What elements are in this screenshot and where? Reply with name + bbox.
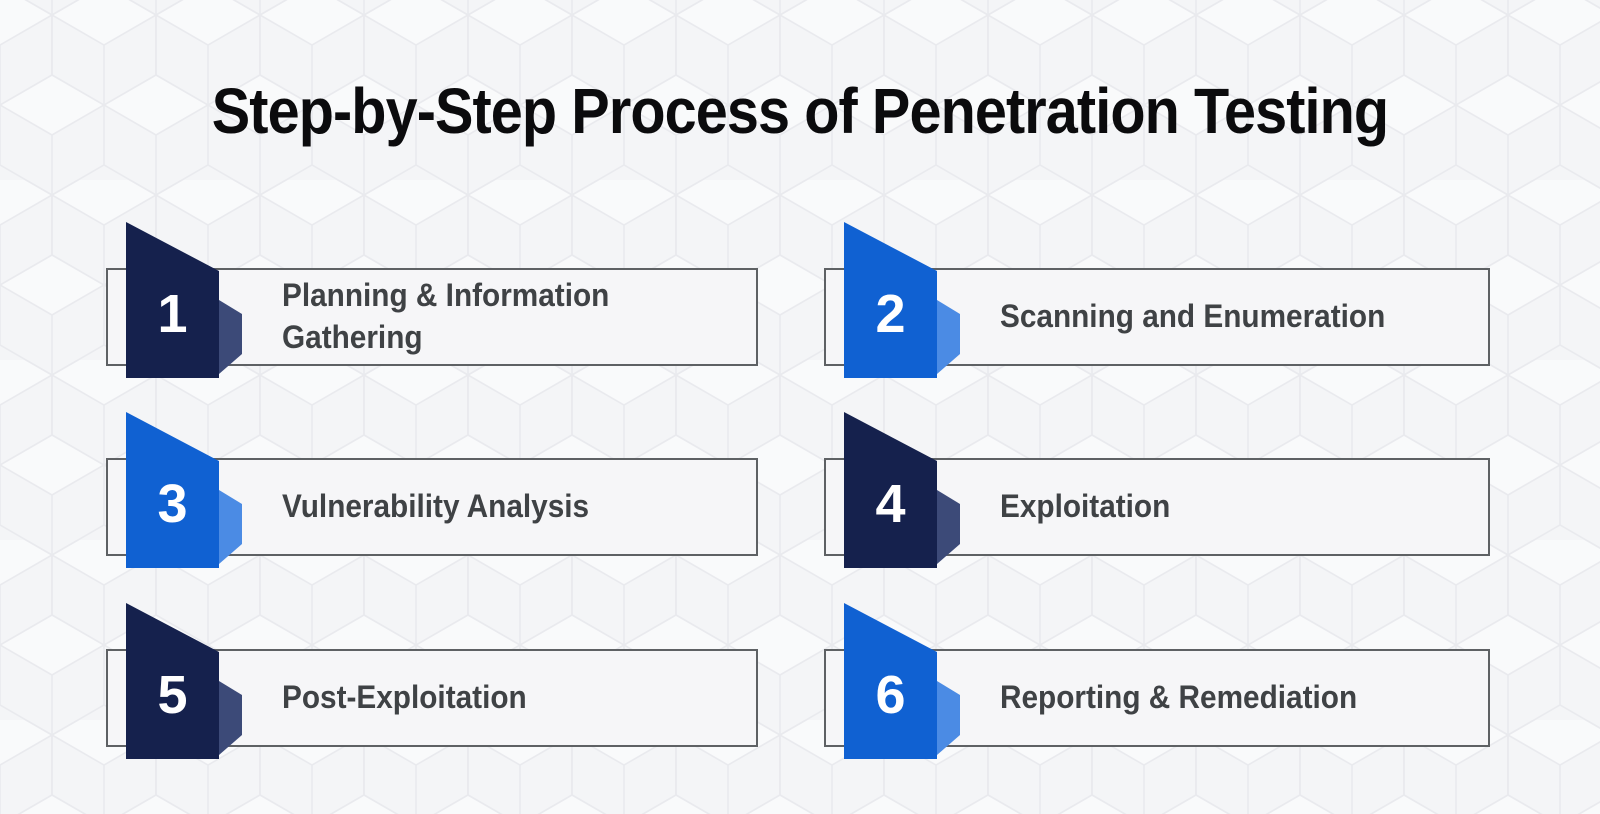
ribbon-face-shape [126,412,219,568]
step-number: 5 [157,665,188,725]
ribbon-face-shape [126,222,219,378]
step-badge: 3 [126,412,242,568]
ribbon-badge-icon [844,222,960,378]
step-item-3: Vulnerability Analysis 3 [106,412,758,568]
step-item-5: Post-Exploitation 5 [106,603,758,759]
step-label: Exploitation [1000,488,1171,525]
step-number: 2 [875,284,906,344]
ribbon-badge-icon [844,412,960,568]
step-item-6: Reporting & Remediation 6 [824,603,1490,759]
step-number: 4 [875,474,906,534]
ribbon-face-shape [126,603,219,759]
ribbon-badge-icon [126,412,242,568]
step-badge: 1 [126,222,242,378]
step-label: Planning & Information Gathering [282,277,610,355]
step-badge: 5 [126,603,242,759]
ribbon-badge-icon [844,603,960,759]
step-label: Scanning and Enumeration [1000,298,1386,335]
step-label: Reporting & Remediation [1000,679,1358,716]
step-badge: 2 [844,222,960,378]
step-number: 1 [157,284,188,344]
step-item-4: Exploitation 4 [824,412,1490,568]
ribbon-fold-shape [937,300,960,374]
step-number: 6 [875,665,906,725]
step-item-2: Scanning and Enumeration 2 [824,222,1490,378]
ribbon-fold-shape [219,490,242,564]
ribbon-badge-icon [126,222,242,378]
step-badge: 6 [844,603,960,759]
ribbon-fold-shape [219,681,242,755]
ribbon-face-shape [844,222,937,378]
ribbon-badge-icon [126,603,242,759]
page-title: Step-by-Step Process of Penetration Test… [211,75,1389,147]
step-item-1: Planning & Information Gathering 1 [106,222,758,378]
ribbon-fold-shape [937,490,960,564]
ribbon-face-shape [844,603,937,759]
step-badge: 4 [844,412,960,568]
ribbon-fold-shape [219,300,242,374]
ribbon-fold-shape [937,681,960,755]
step-label: Post-Exploitation [282,679,527,716]
step-label: Vulnerability Analysis [282,488,590,525]
step-number: 3 [157,474,188,534]
ribbon-face-shape [844,412,937,568]
